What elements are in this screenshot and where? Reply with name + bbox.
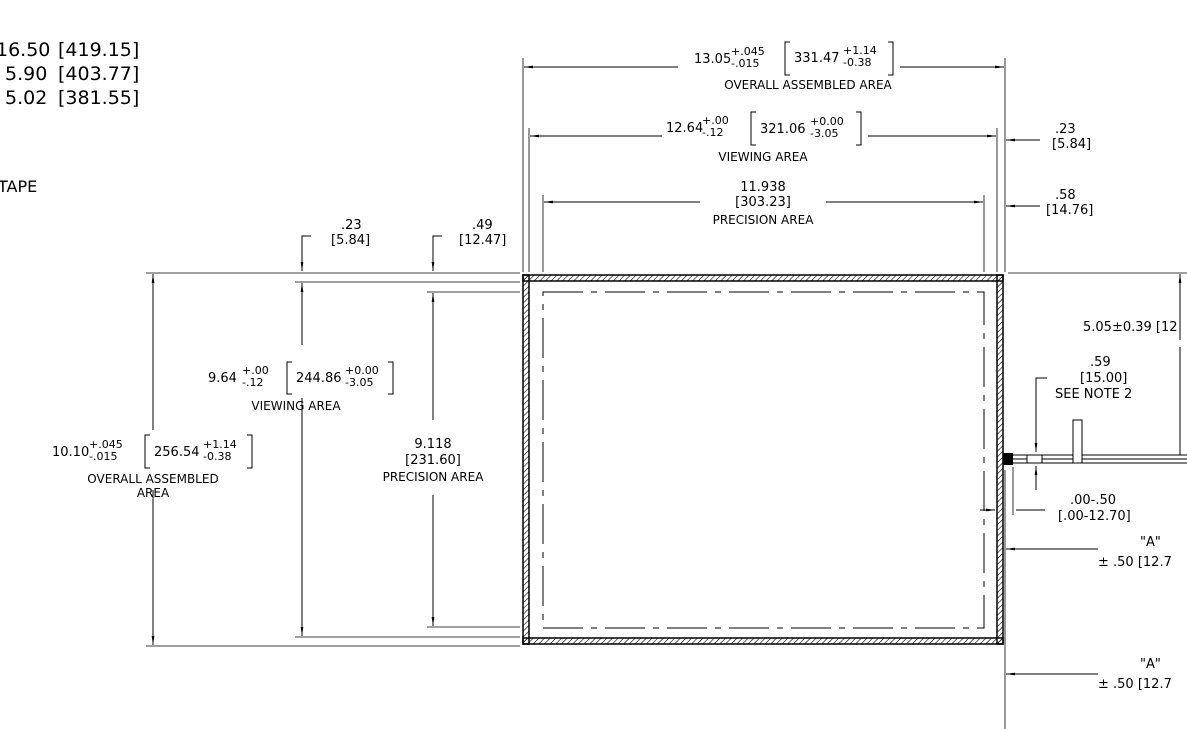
viewing-width-tol-minus: -.12: [702, 126, 723, 139]
frame-left: [522, 274, 530, 645]
precision-width-value: 11.938: [740, 180, 786, 195]
dim-precision-height: 9.118 [231.60] PRECISION AREA: [383, 293, 485, 626]
overall-width-label: OVERALL ASSEMBLED AREA: [724, 78, 892, 92]
extension-lines-top: [522, 58, 1006, 272]
top-offset-b-value: .49: [472, 218, 493, 233]
overall-height-value: 10.10: [52, 445, 89, 460]
viewing-width-tol-plus: +.00: [702, 114, 729, 127]
right-offset-a-metric: [5.84]: [1052, 137, 1091, 152]
tail-connector: 5.05±0.39 [12 .59 [15.00] SEE NOTE 2 .00…: [980, 272, 1187, 524]
overall-width-tol-plus: +.045: [731, 45, 765, 58]
viewing-width-metric-plus: +0.00: [810, 115, 844, 128]
tail-metric: [15.00]: [1080, 371, 1127, 386]
note-3-value: 5.02: [5, 87, 47, 109]
top-offset-a-value: .23: [341, 218, 362, 233]
callout-a-upper: "A" ± .50 [12.7: [1004, 470, 1172, 729]
overall-width-metric: 331.47: [794, 51, 840, 66]
viewing-height-metric-minus: -3.05: [345, 376, 373, 389]
viewing-width-metric-minus: -3.05: [810, 127, 838, 140]
viewing-width-value: 12.64: [666, 121, 703, 136]
viewing-height-tol-minus: -.12: [242, 376, 263, 389]
tail-tab: [1003, 453, 1013, 465]
note-1-metric: [419.15]: [58, 39, 139, 61]
dim-overall-width: 13.05 +.045 -.015 331.47 +1.14 -0.38 OVE…: [524, 41, 1004, 92]
overall-height-label-2: AREA: [137, 486, 170, 500]
overall-height-tol-minus: -.015: [89, 450, 117, 463]
overall-height-tol-plus: +.045: [89, 438, 123, 451]
tail-stiffener: [1072, 419, 1083, 464]
panel-outline: [522, 274, 1004, 645]
top-offset-b-metric: [12.47]: [459, 233, 506, 248]
viewing-width-label: VIEWING AREA: [718, 150, 808, 164]
dim-top-offsets: .23 [5.84] .49 [12.47]: [300, 218, 506, 271]
tail-pad: [1026, 454, 1043, 464]
dim-viewing-height: 9.64 +.00 -.12 244.86 +0.00 -3.05 VIEWIN…: [208, 283, 394, 636]
tail-range: .00-.50: [1070, 493, 1116, 508]
viewing-height-label: VIEWING AREA: [251, 399, 341, 413]
frame-bottom: [522, 637, 1004, 645]
tail-value: .59: [1090, 355, 1111, 370]
callout-a2-label: "A": [1140, 657, 1161, 672]
precision-width-label: PRECISION AREA: [713, 213, 815, 227]
tail-range-metric: [.00-12.70]: [1058, 509, 1131, 524]
viewing-height-value: 9.64: [208, 371, 237, 386]
precision-width-metric: [303.23]: [735, 195, 791, 210]
overall-height-metric-plus: +1.14: [203, 438, 237, 451]
viewing-height-metric: 244.86: [296, 371, 342, 386]
right-offset-b-metric: [14.76]: [1046, 203, 1093, 218]
viewing-height-metric-plus: +0.00: [345, 364, 379, 377]
frame-right: [996, 274, 1004, 645]
dim-overall-height: 10.10 +.045 -.015 256.54 +1.14 -0.38 OVE…: [52, 274, 253, 645]
overall-height-metric-minus: -0.38: [203, 450, 231, 463]
tail-dimension: 5.05±0.39 [12: [1083, 320, 1178, 335]
precision-height-value: 9.118: [414, 437, 451, 452]
overall-width-metric-plus: +1.14: [843, 44, 877, 57]
note-1-value: 16.50: [0, 39, 50, 61]
right-offset-b-value: .58: [1055, 188, 1076, 203]
top-left-notes: 16.50 [419.15] 5.90 [403.77] 5.02 [381.5…: [0, 39, 139, 196]
precision-height-label: PRECISION AREA: [383, 470, 485, 484]
overall-width-metric-minus: -0.38: [843, 56, 871, 69]
tail-note: SEE NOTE 2: [1055, 387, 1132, 402]
note-2-metric: [403.77]: [58, 63, 139, 85]
precision-area-outline: [542, 291, 985, 629]
callout-a-lower: "A" ± .50 [12.7: [1006, 657, 1172, 692]
dim-precision-width: 11.938 [303.23] PRECISION AREA: [544, 180, 983, 227]
callout-a1-label: "A": [1140, 535, 1161, 550]
callout-a2-value: ± .50 [12.7: [1098, 677, 1172, 692]
tape-note: TAPE: [0, 177, 37, 196]
overall-width-value: 13.05: [694, 52, 731, 67]
dim-right-offsets: .23 [5.84] .58 [14.76]: [1006, 122, 1093, 218]
note-2-value: 5.90: [5, 63, 47, 85]
callout-a1-value: ± .50 [12.7: [1098, 555, 1172, 570]
dim-viewing-width: 12.64 +.00 -.12 321.06 +0.00 -3.05 VIEWI…: [530, 111, 996, 164]
overall-height-label-1: OVERALL ASSEMBLED: [87, 472, 218, 486]
frame-top: [522, 274, 1004, 282]
extension-lines-left: [146, 272, 520, 647]
right-offset-a-value: .23: [1055, 122, 1076, 137]
viewing-height-tol-plus: +.00: [242, 364, 269, 377]
top-offset-a-metric: [5.84]: [331, 233, 370, 248]
viewing-width-metric: 321.06: [760, 122, 806, 137]
overall-height-metric: 256.54: [154, 445, 200, 460]
precision-height-metric: [231.60]: [405, 453, 461, 468]
note-3-metric: [381.55]: [58, 87, 139, 109]
overall-width-tol-minus: -.015: [731, 57, 759, 70]
